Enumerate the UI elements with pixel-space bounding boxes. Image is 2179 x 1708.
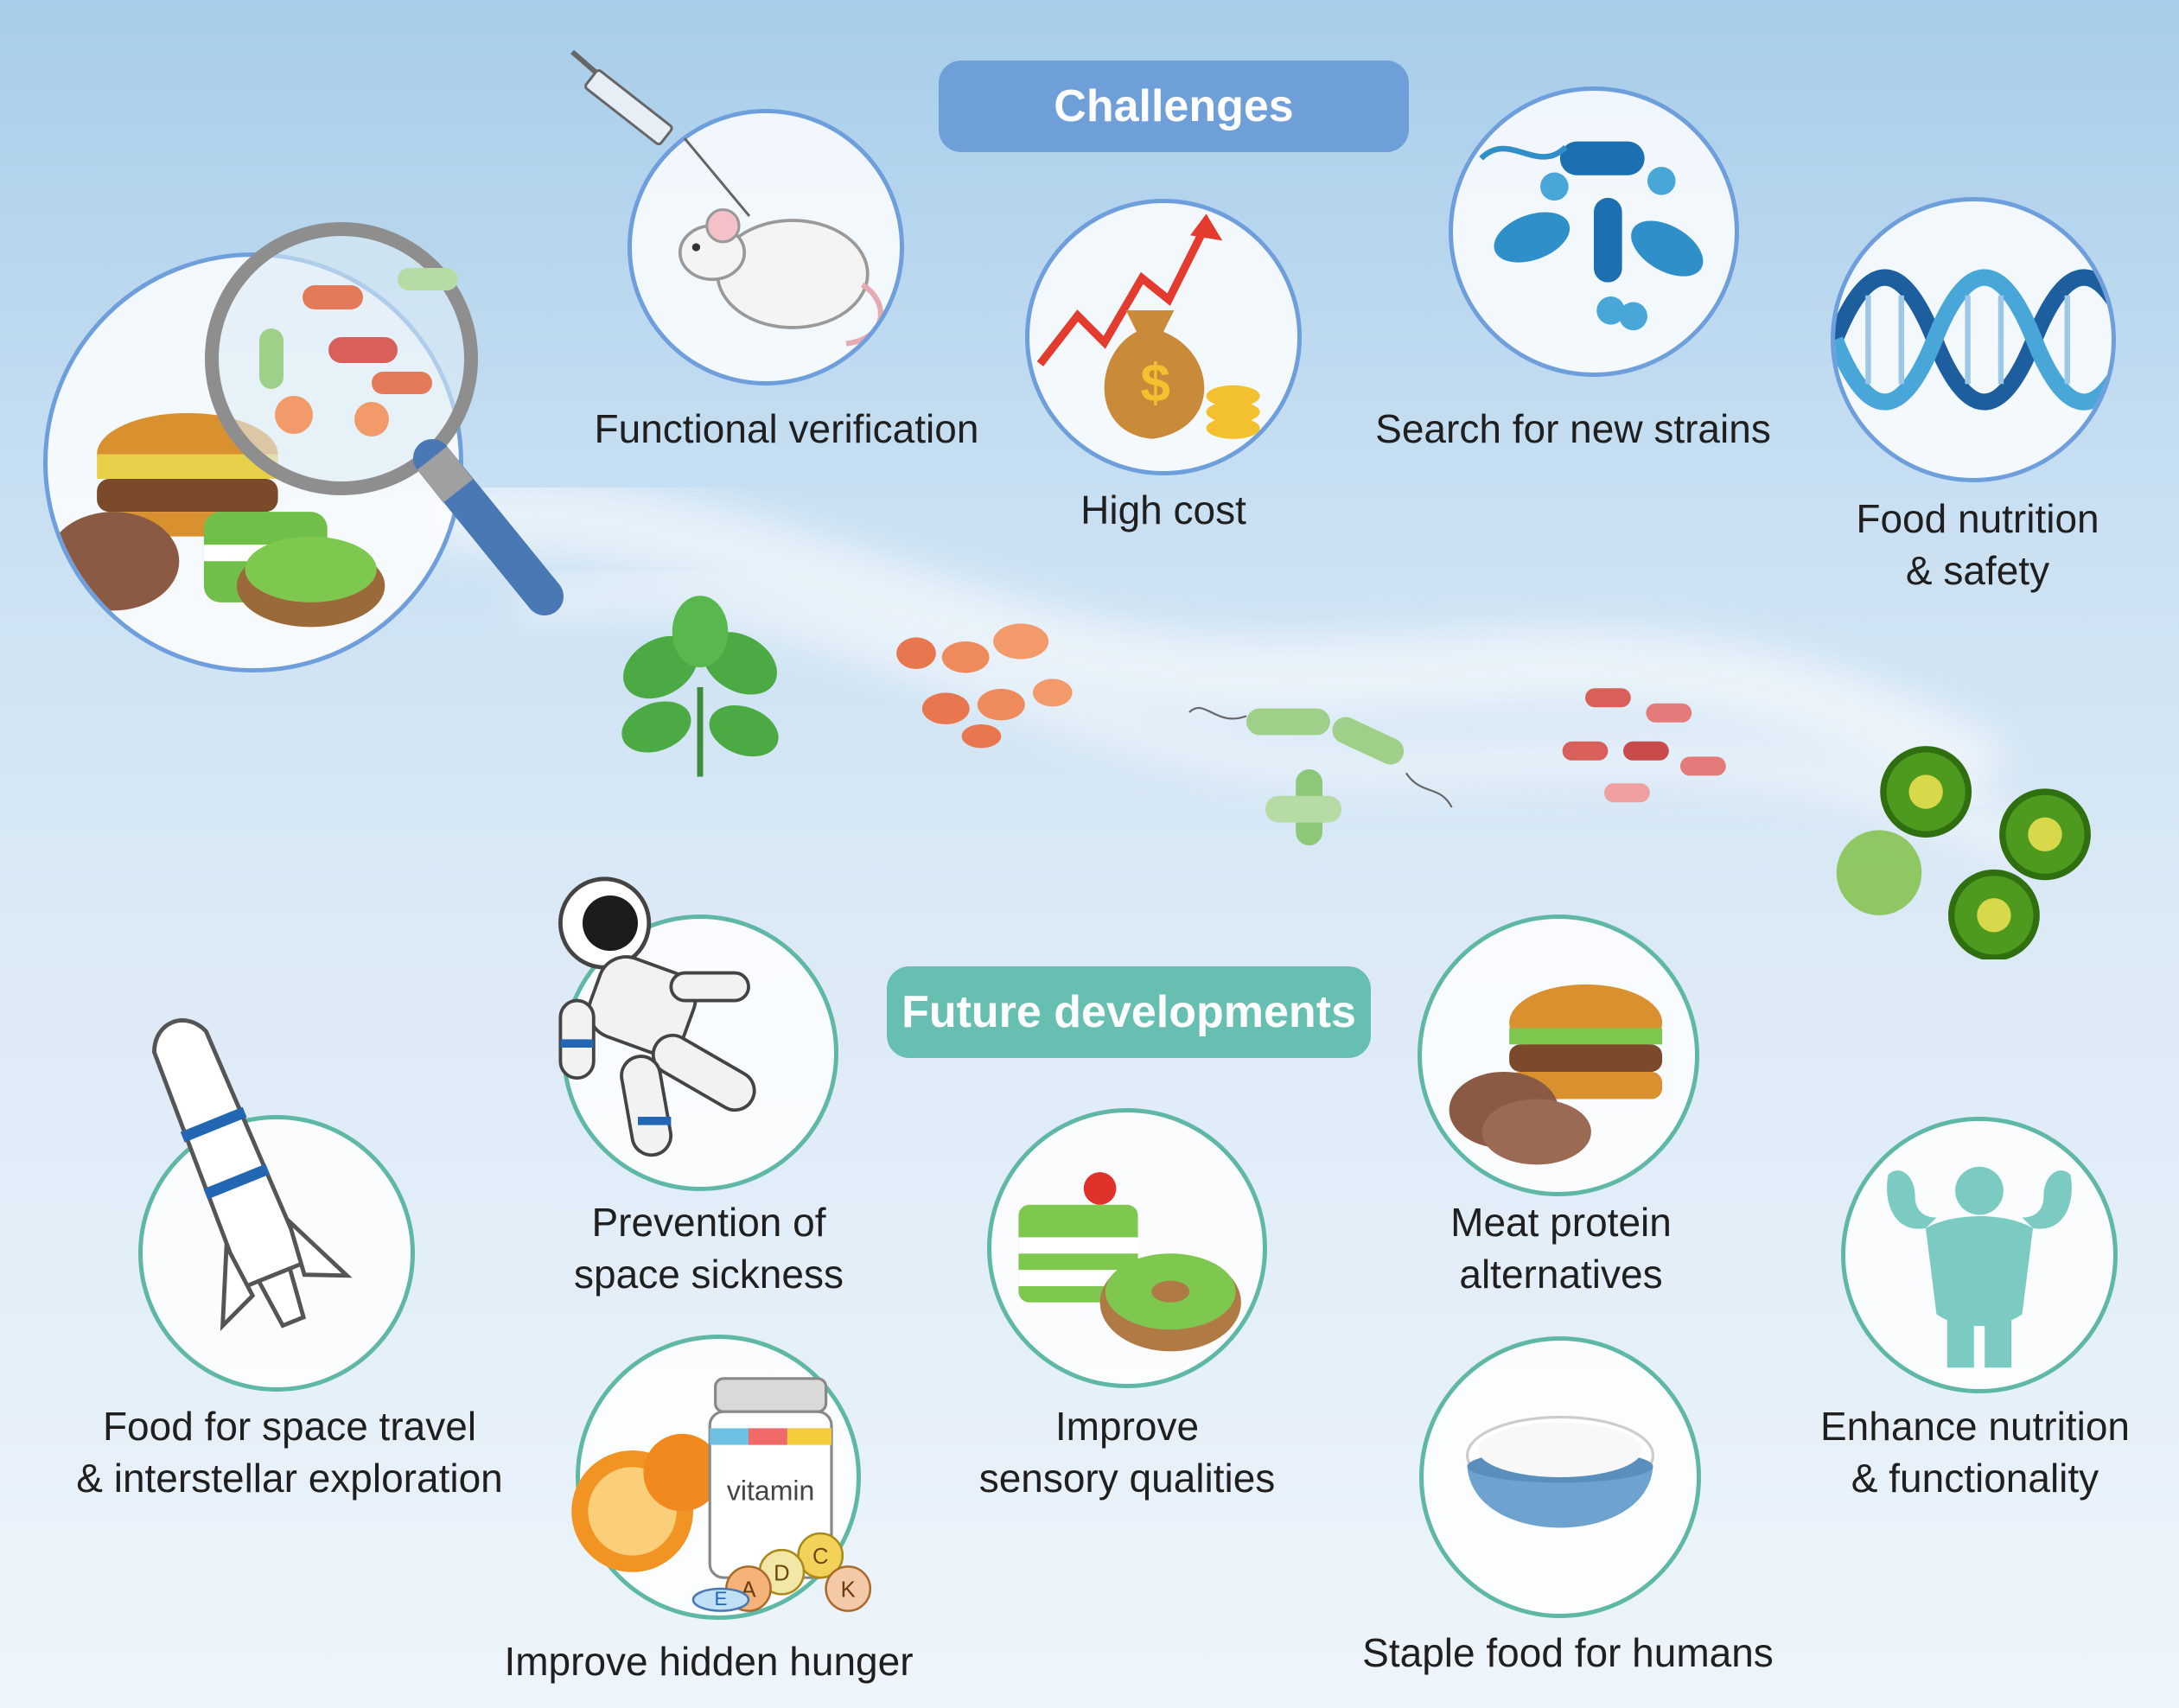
food-nutrition-label-1: Food nutrition [1856,496,2099,541]
high-cost-label: High cost [1080,488,1246,532]
meat-alternatives-circle [1418,915,1699,1196]
future-developments-header: Future developments [887,966,1371,1058]
dna-icon [1835,269,2112,411]
green-bacteria-icon [1188,706,1453,845]
meat-alternatives-label-1: Meat protein [1450,1200,1672,1245]
space-sickness-label-1: Prevention of [591,1200,826,1245]
mouse-circle [628,109,904,386]
high-cost-circle: $ [1025,199,1302,475]
space-food-label-1: Food for space travel [102,1404,477,1449]
plant-icon [621,596,779,777]
vit-d-text: D [774,1561,789,1585]
meat-alternatives-label-2: alternatives [1459,1252,1663,1297]
bacteria-icon [1479,141,1704,331]
sensory-circle [987,1108,1267,1388]
astronaut-icon [558,876,756,1157]
staple-food-label: Staple food for humans [1362,1630,1774,1675]
dna-circle [1831,197,2116,482]
vitamin-text: vitamin [727,1475,814,1507]
space-sickness-label-2: space sickness [574,1252,844,1297]
vitamin-icon: vitamin C D A K E [571,1377,872,1612]
hidden-hunger-label: Improve hidden hunger [504,1639,914,1684]
space-food-label-2: & interstellar exploration [76,1456,503,1501]
magnifier-icon [205,222,564,615]
red-bacteria-icon [1562,688,1726,803]
yeast-icon [896,623,1073,749]
new-strains-circle [1449,86,1739,377]
rocket-icon [152,1018,353,1332]
rice-bowl-icon [1465,1415,1655,1528]
cake-donut-icon [1018,1172,1241,1352]
challenges-header: Challenges [939,61,1409,152]
vit-k-text: K [841,1578,856,1603]
sensory-label-1: Improve [1054,1404,1200,1449]
vit-e-text: E [715,1588,728,1609]
syringe-icon [570,49,751,217]
vit-c-text: C [812,1545,828,1569]
sensory-label-2: sensory qualities [978,1456,1276,1501]
staple-food-circle [1419,1336,1701,1618]
money-bag-icon: $ [1036,214,1260,439]
dollar-sign: $ [1140,354,1169,413]
burger-icon [1449,984,1663,1165]
nutrition-circle [1841,1117,2118,1393]
burger-cake-icon [48,412,385,628]
search-new-strains-label: Search for new strains [1375,406,1771,451]
chlorella-icon [1836,746,2091,959]
mouse-icon [678,208,883,347]
nutrition-label-2: & functionality [1851,1456,2099,1501]
functional-verification-label: Functional verification [594,406,979,451]
nutrition-label-1: Enhance nutrition [1819,1404,2131,1449]
muscle-icon [1887,1166,2072,1368]
food-nutrition-label-2: & safety [1905,548,2050,593]
